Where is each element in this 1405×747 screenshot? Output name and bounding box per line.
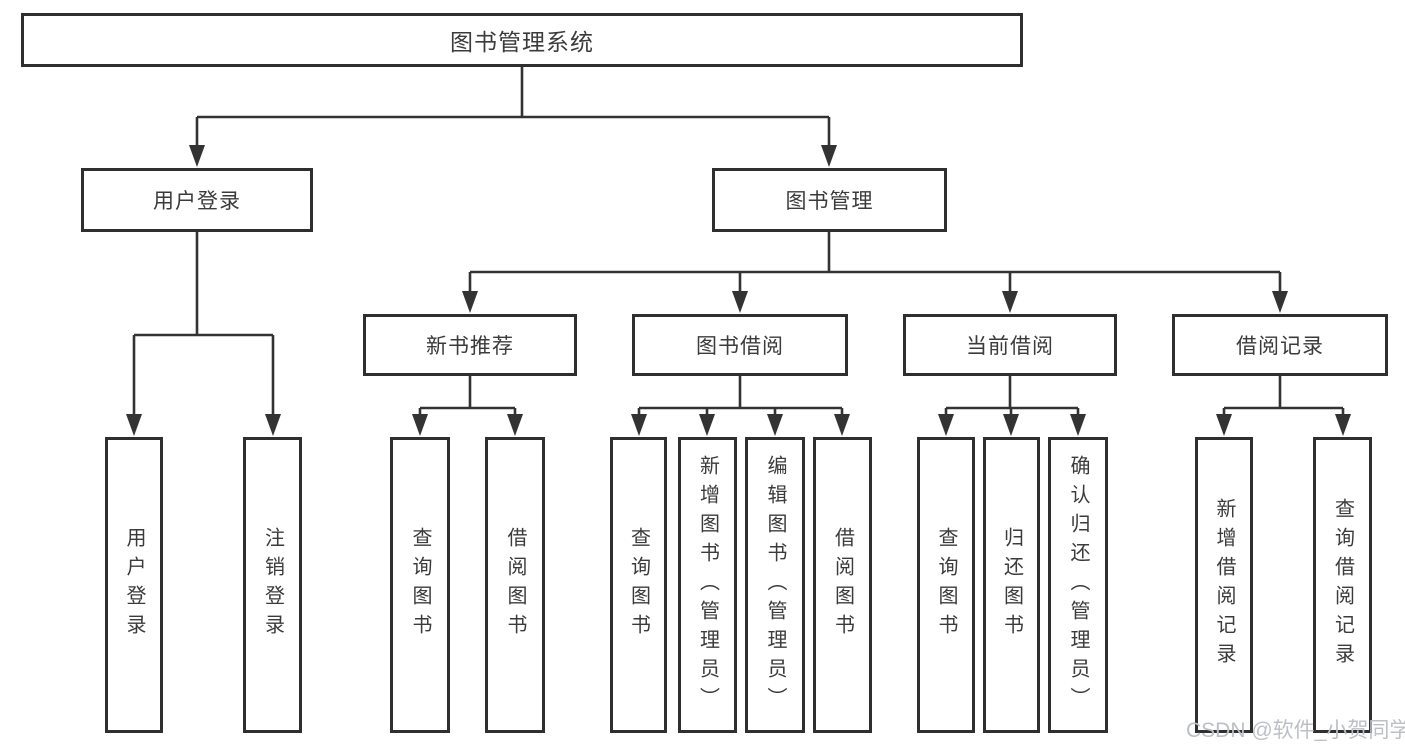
node-label: 当前借阅 [966,335,1054,358]
edge-book-borrowing-to-leaves [637,376,844,420]
node-label: 图书管理系统 [450,29,594,55]
node-library-management-system: 图书管理系统 [21,13,1023,67]
leaf-label: 借阅图书 [831,527,854,643]
node-label: 图书借阅 [696,335,784,358]
leaf-logout: 注销登录 [243,437,302,733]
edge-user-login-to-leaves [132,232,275,418]
node-borrowing-records: 借阅记录 [1172,314,1388,376]
leaf-label: 编辑图书（管理员） [764,454,786,716]
node-label: 图书管理 [785,190,874,213]
leaf-label: 查询图书 [935,527,957,643]
leaf-edit-books-admin: 编辑图书（管理员） [745,437,805,733]
leaf-label: 查询借阅记录 [1331,498,1354,672]
edge-new-book-recommend-to-leaves [418,376,517,420]
leaf-borrow-books-borrowing: 借阅图书 [813,437,872,733]
leaf-label: 查询图书 [409,527,431,643]
leaf-label: 新增借阅记录 [1213,498,1235,672]
leaf-return-books: 归还图书 [983,437,1040,733]
csdn-watermark: CSDN @软件_小贺同学 [1186,719,1405,742]
node-label: 用户登录 [153,190,241,213]
leaf-query-books-borrowing: 查询图书 [610,437,667,733]
node-current-borrowing: 当前借阅 [903,314,1117,376]
node-label: 新书推荐 [426,335,514,358]
leaf-label: 新增图书（管理员） [696,454,719,716]
leaf-label: 借阅图书 [504,527,526,643]
leaf-label: 确认归还（管理员） [1067,454,1089,716]
arrowheads [126,145,1351,436]
leaf-query-books-recommend: 查询图书 [390,437,450,733]
edge-book-management-to-level3 [468,232,1282,296]
node-book-management: 图书管理 [712,168,947,232]
leaf-confirm-return-admin: 确认归还（管理员） [1048,437,1108,733]
leaf-query-borrow-record: 查询借阅记录 [1313,437,1372,733]
node-book-borrowing: 图书借阅 [632,314,848,376]
edge-current-borrowing-to-leaves [944,376,1080,420]
leaf-user-login: 用户登录 [105,437,163,733]
leaf-label: 查询图书 [627,527,650,643]
edge-root-to-level2 [195,67,831,150]
edge-borrowing-records-to-leaves [1222,376,1345,420]
node-label: 借阅记录 [1236,335,1324,358]
leaf-query-books-current: 查询图书 [917,437,975,733]
node-new-book-recommend: 新书推荐 [363,314,577,376]
leaf-add-books-admin: 新增图书（管理员） [678,437,737,733]
leaf-label: 归还图书 [1000,527,1023,643]
node-user-login: 用户登录 [81,168,313,232]
leaf-label: 注销登录 [261,527,284,643]
leaf-borrow-books-recommend: 借阅图书 [485,437,545,733]
leaf-add-borrow-record: 新增借阅记录 [1195,437,1253,733]
leaf-label: 用户登录 [123,527,145,643]
